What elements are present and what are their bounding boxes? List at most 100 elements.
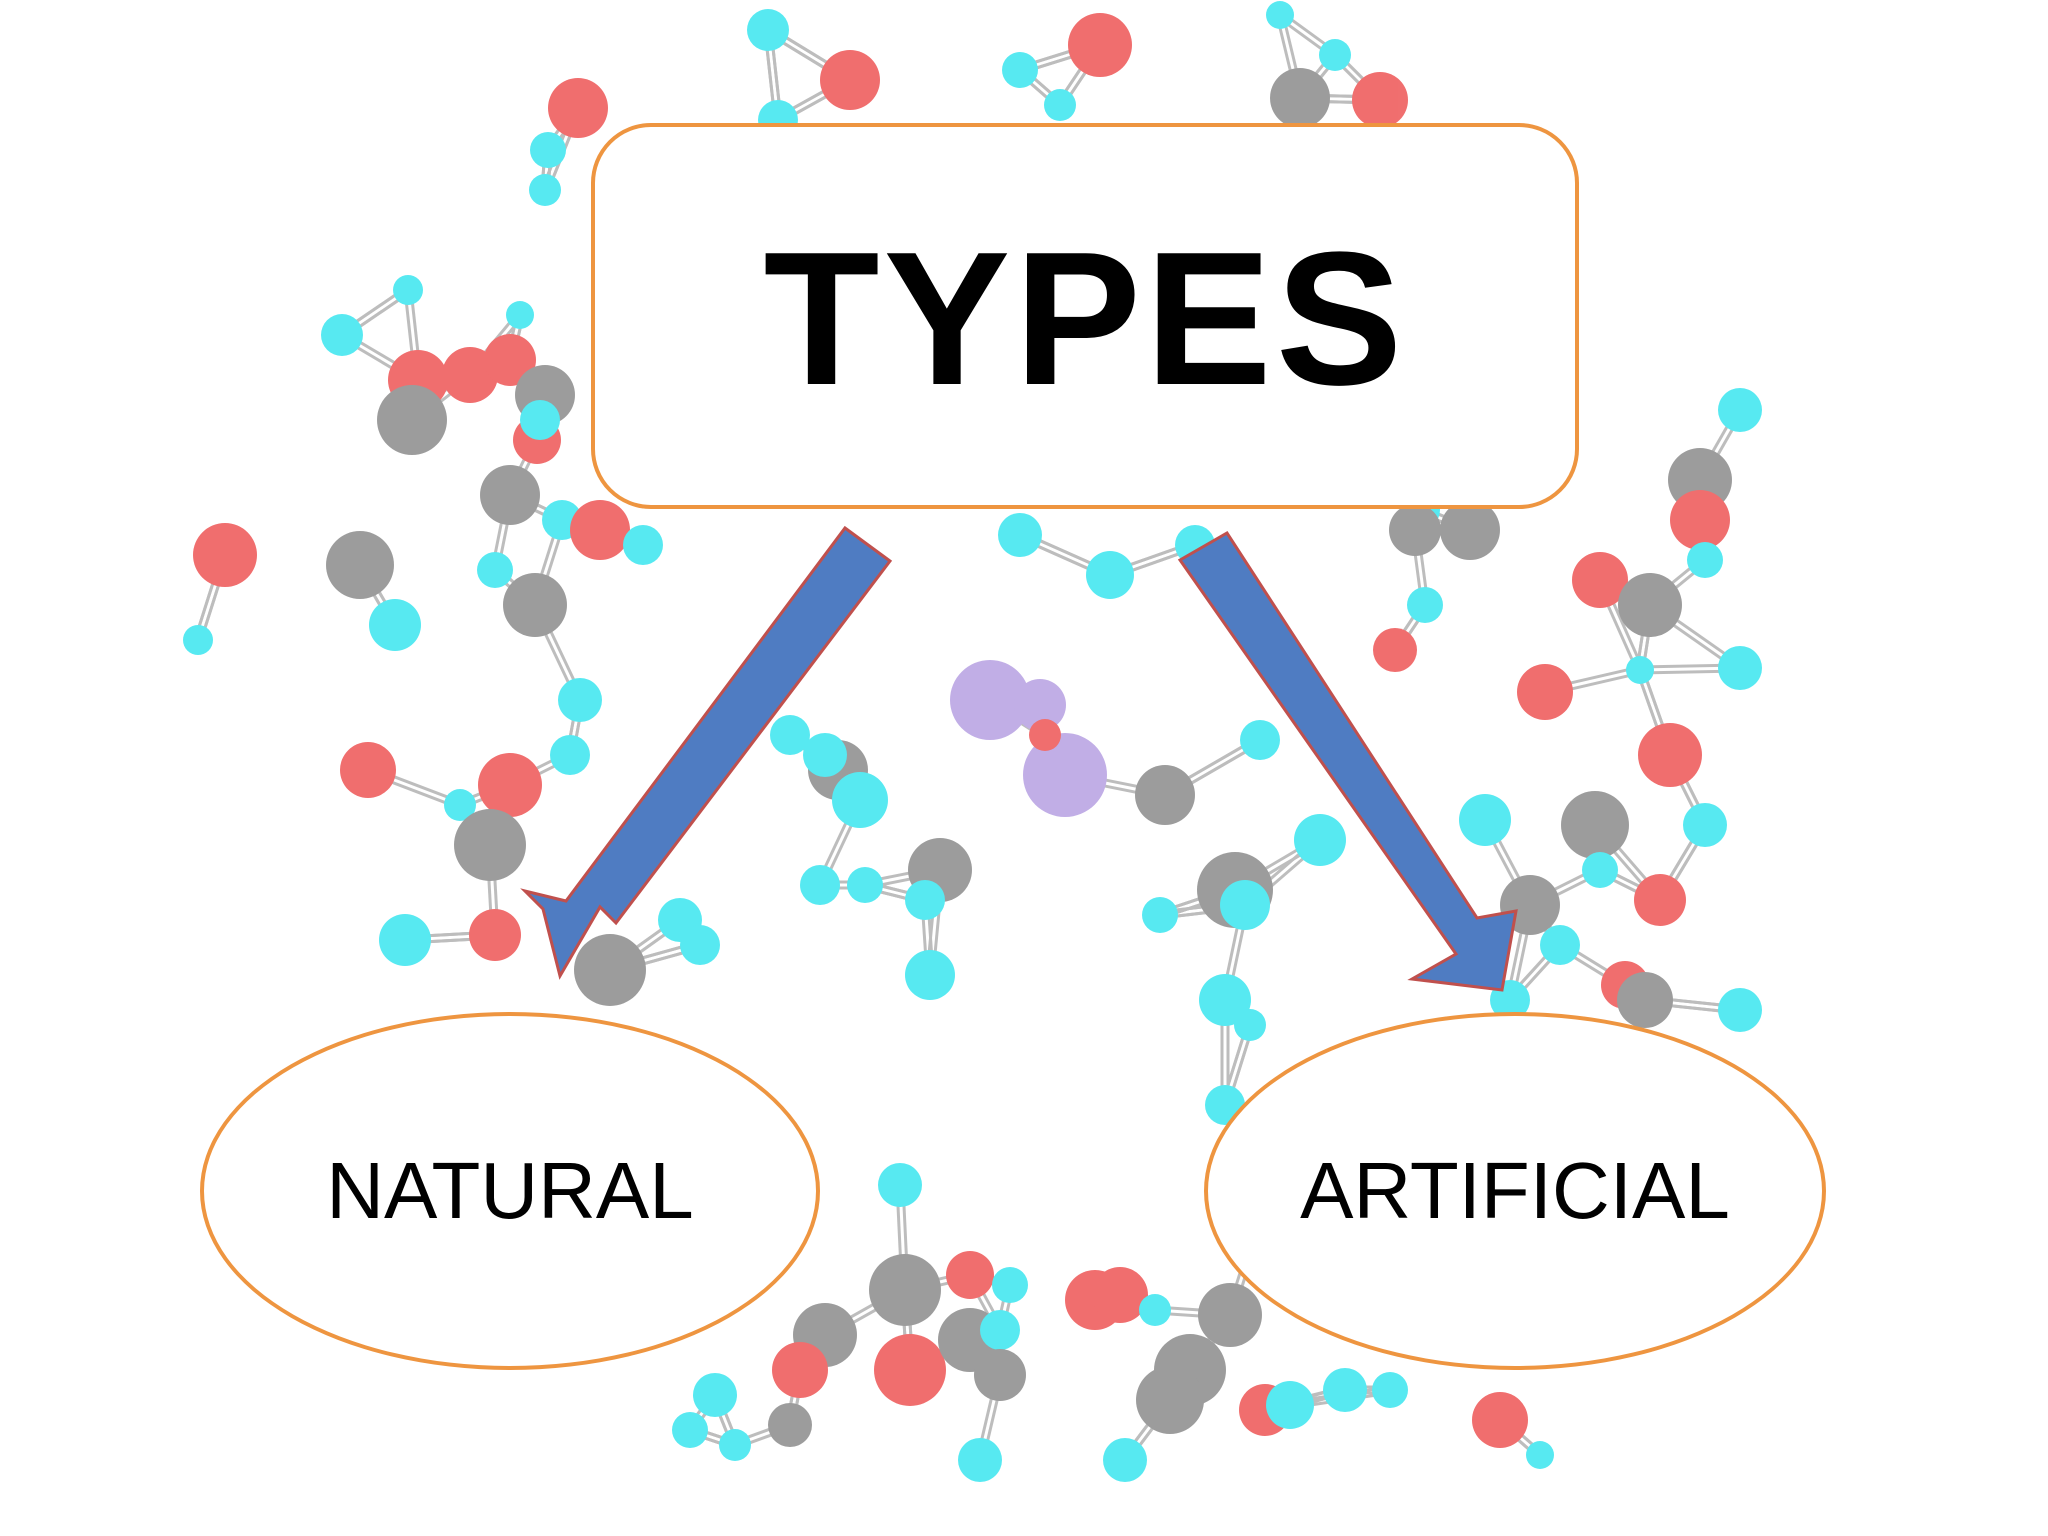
molecule-atom — [1617, 972, 1673, 1028]
molecule-atom — [1319, 39, 1351, 71]
molecule-atom — [1407, 587, 1443, 623]
molecule-atom — [1234, 1009, 1266, 1041]
molecule-atom — [1135, 765, 1195, 825]
molecule-atom — [1582, 852, 1618, 888]
molecule-atom — [393, 275, 423, 305]
molecule-atom — [1266, 1, 1294, 29]
artificial-oval: ARTIFICIAL — [1204, 1012, 1826, 1370]
molecule-atom — [193, 523, 257, 587]
molecule-atom — [1472, 1392, 1528, 1448]
molecule-atom — [570, 500, 630, 560]
molecule-atom — [770, 715, 810, 755]
molecule-atom — [1023, 733, 1107, 817]
molecule-atom — [369, 599, 421, 651]
molecule-atom — [693, 1373, 737, 1417]
molecule-atom — [992, 1267, 1028, 1303]
molecule-atom — [803, 733, 847, 777]
arrow-to-natural — [520, 525, 893, 980]
molecule-atom — [946, 1251, 994, 1299]
molecule-atom — [1240, 720, 1280, 760]
molecule-atom — [800, 865, 840, 905]
molecule-atom — [1638, 723, 1702, 787]
molecule-atom — [478, 753, 542, 817]
molecule-atom — [1670, 490, 1730, 550]
arrow-to-artificial — [1177, 530, 1518, 992]
molecule-atom — [1517, 664, 1573, 720]
molecule-atom — [321, 314, 363, 356]
molecule-atom — [974, 1349, 1026, 1401]
molecule-atom — [1540, 925, 1580, 965]
molecule-atom — [772, 1342, 828, 1398]
molecule-atom — [950, 660, 1030, 740]
molecule-atom — [1718, 646, 1762, 690]
molecule-atom — [1294, 814, 1346, 866]
artificial-label: ARTIFICIAL — [1300, 1146, 1730, 1235]
molecule-atom — [680, 925, 720, 965]
molecule-atom — [506, 301, 534, 329]
molecule-atom — [183, 625, 213, 655]
molecule-atom — [340, 742, 396, 798]
molecule-atom — [1002, 52, 1038, 88]
molecule-atom — [1198, 1283, 1262, 1347]
molecule-atom — [503, 573, 567, 637]
molecule-atom — [1014, 679, 1066, 731]
molecule-atom — [874, 1334, 946, 1406]
molecule-atom — [998, 513, 1042, 557]
molecule-atom — [548, 78, 608, 138]
molecule-atom — [326, 531, 394, 599]
molecule-atom — [1220, 880, 1270, 930]
molecule-atom — [820, 50, 880, 110]
natural-oval: NATURAL — [200, 1012, 820, 1370]
molecule-atom — [905, 950, 955, 1000]
molecule-atom — [377, 385, 447, 455]
molecule-atom — [623, 525, 663, 565]
molecule-atom — [454, 809, 526, 881]
molecule-atom — [1683, 803, 1727, 847]
molecule-atom — [469, 909, 521, 961]
molecule-atom — [1068, 13, 1132, 77]
molecule-atom — [869, 1254, 941, 1326]
molecule-atom — [672, 1412, 708, 1448]
molecule-atom — [1086, 551, 1134, 599]
molecule-atom — [1136, 1366, 1204, 1434]
molecule-atom — [1634, 874, 1686, 926]
molecule-atom — [477, 552, 513, 588]
molecule-atom — [1389, 504, 1441, 556]
natural-label: NATURAL — [326, 1146, 694, 1235]
molecule-atom — [768, 1403, 812, 1447]
molecule-atom — [1687, 542, 1723, 578]
molecule-atom — [1561, 791, 1629, 859]
molecule-atom — [832, 772, 888, 828]
molecule-atom — [719, 1429, 751, 1461]
molecule-atom — [1372, 1372, 1408, 1408]
molecule-atom — [558, 678, 602, 722]
molecule-atom — [1440, 500, 1500, 560]
molecule-atom — [905, 880, 945, 920]
molecule-atom — [1142, 897, 1178, 933]
molecule-atom — [1718, 388, 1762, 432]
molecule-atom — [1626, 656, 1654, 684]
molecule-atom — [1618, 573, 1682, 637]
molecule-atom — [1323, 1368, 1367, 1412]
molecule-atom — [1092, 1267, 1148, 1323]
molecule-atom — [442, 347, 498, 403]
molecule-atom — [1572, 552, 1628, 608]
molecule-atom — [878, 1163, 922, 1207]
types-title-box: TYPES — [591, 123, 1579, 509]
molecule-atom — [1718, 988, 1762, 1032]
molecule-atom — [574, 934, 646, 1006]
molecule-atom — [529, 174, 561, 206]
molecule-atom — [1199, 974, 1251, 1026]
molecule-atom — [1044, 89, 1076, 121]
molecule-atom — [379, 914, 431, 966]
molecule-atom — [480, 465, 540, 525]
molecule-atom — [1103, 1438, 1147, 1482]
molecule-atom — [444, 789, 476, 821]
molecule-atom — [980, 1310, 1020, 1350]
molecule-atom — [520, 400, 560, 440]
molecule-atom — [550, 735, 590, 775]
molecule-atom — [1459, 794, 1511, 846]
molecule-atom — [1266, 1381, 1314, 1429]
